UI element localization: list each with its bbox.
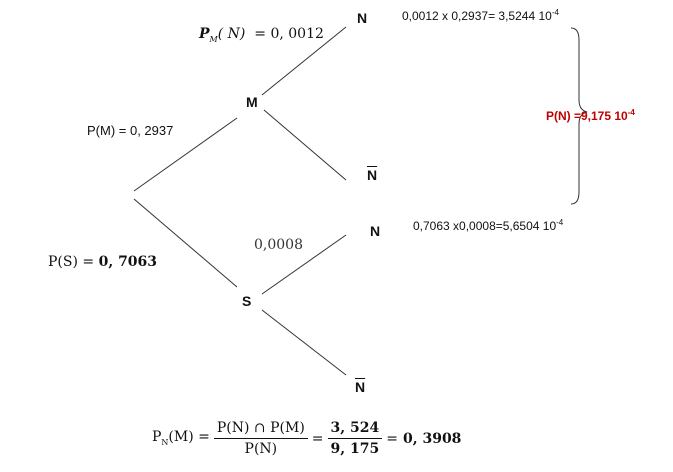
node-n-bottom: N (370, 223, 381, 239)
label-p-s-value: 0, 7063 (98, 254, 158, 270)
branch-m-nbar (263, 109, 347, 181)
product-top-expr: 0,0012 x 0,2937= 3,5244 10 (402, 9, 552, 23)
formula-equals-1: = (311, 430, 324, 447)
label-p-m: P(M) = 0, 2937 (87, 123, 174, 138)
formula-fraction-2: 3, 524 9, 175 (327, 421, 383, 457)
node-s: S (242, 293, 252, 309)
label-p-s: P(S) = 0, 7063 (48, 255, 157, 269)
formula-lhs: PN(M) = (152, 430, 210, 447)
product-bottom-expr: 0,7063 x0,0008=5,6504 10 (413, 219, 557, 233)
branch-root-s (133, 198, 238, 288)
formula-denominator-1: P(N) (244, 441, 278, 457)
formula-numerator-1: P(N) ∩ P(M) (213, 421, 308, 439)
node-nbar-top: N (367, 167, 378, 183)
branch-m-n (261, 26, 347, 96)
branch-s-nbar (261, 309, 347, 376)
total-p-n: P(N) =9,175 10-4 (546, 108, 635, 123)
right-brace (570, 27, 588, 205)
label-p-s-text: P(S) = (48, 254, 99, 270)
product-bottom: 0,7063 x0,0008=5,6504 10-4 (413, 218, 564, 233)
total-p-n-label: P(N) =9,175 10 (546, 109, 628, 123)
label-pm-n-symbol: P (199, 26, 210, 42)
branch-s-n (261, 234, 347, 295)
label-pm-n-value: = 0, 0012 (254, 26, 324, 42)
formula-result: 0, 3908 (402, 430, 462, 447)
label-s-n: 0,0008 (254, 237, 303, 253)
formula-lhs-sub: N (161, 437, 169, 447)
formula-equals-2: = (386, 430, 398, 447)
label-pm-n-arg: ( N) (217, 26, 246, 42)
product-top: 0,0012 x 0,2937= 3,5244 10-4 (402, 8, 559, 23)
bayes-formula: PN(M) = P(N) ∩ P(M) P(N) = 3, 524 9, 175… (152, 421, 461, 456)
node-m: M (246, 94, 258, 110)
formula-numerator-2: 3, 524 (327, 421, 383, 439)
label-pm-n: PM( N) = 0, 0012 (199, 27, 324, 44)
product-top-exp: -4 (551, 8, 559, 17)
formula-lhs-p: P (152, 429, 162, 446)
formula-fraction-1: P(N) ∩ P(M) P(N) (213, 421, 308, 457)
total-p-n-exp: -4 (627, 108, 635, 117)
product-bottom-exp: -4 (556, 218, 564, 227)
node-nbar-bottom: N (355, 379, 366, 395)
label-pm-n-sub: M (209, 34, 218, 44)
formula-lhs-arg: (M) = (168, 429, 210, 446)
branch-root-m (133, 117, 238, 192)
formula-denominator-2: 9, 175 (330, 441, 380, 457)
node-n-top: N (357, 10, 368, 26)
